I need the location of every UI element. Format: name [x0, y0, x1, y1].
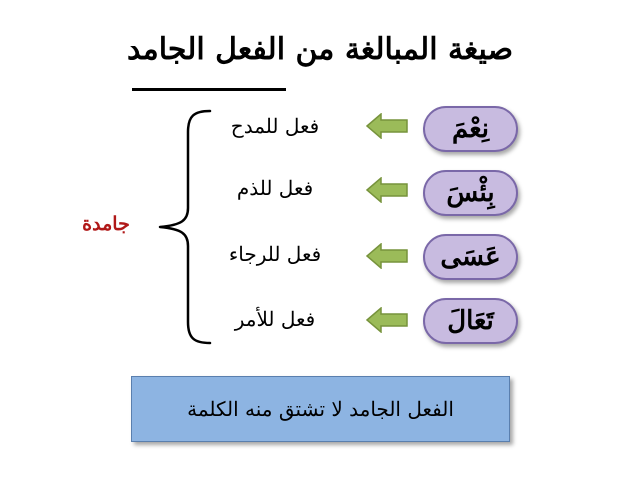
note-text: الفعل الجامد لا تشتق منه الكلمة [187, 397, 454, 421]
verb-desc-taala: فعل للأمر [234, 307, 316, 331]
curly-brace [158, 109, 212, 345]
left-arrow-icon [366, 113, 408, 139]
verb-desc-asa: فعل للرجاء [228, 242, 322, 266]
verb-pill-bisa: بِئْسَ [423, 170, 518, 216]
left-arrow-icon [366, 307, 408, 333]
verb-desc-bisa: فعل للذم [236, 176, 314, 200]
verb-pill-taala: تَعَالَ [423, 298, 518, 344]
left-arrow-icon [366, 177, 408, 203]
note-box: الفعل الجامد لا تشتق منه الكلمة [131, 376, 510, 442]
verb-pill-asa: عَسَى [423, 234, 518, 280]
group-label: جامدة [82, 213, 130, 235]
left-arrow-icon [366, 243, 408, 269]
verb-pill-nima: نِعْمَ [423, 106, 518, 152]
verb-desc-nima: فعل للمدح [230, 114, 320, 138]
title-underline [132, 88, 286, 91]
page-title: صيغة المبالغة من الفعل الجامد [126, 32, 514, 67]
